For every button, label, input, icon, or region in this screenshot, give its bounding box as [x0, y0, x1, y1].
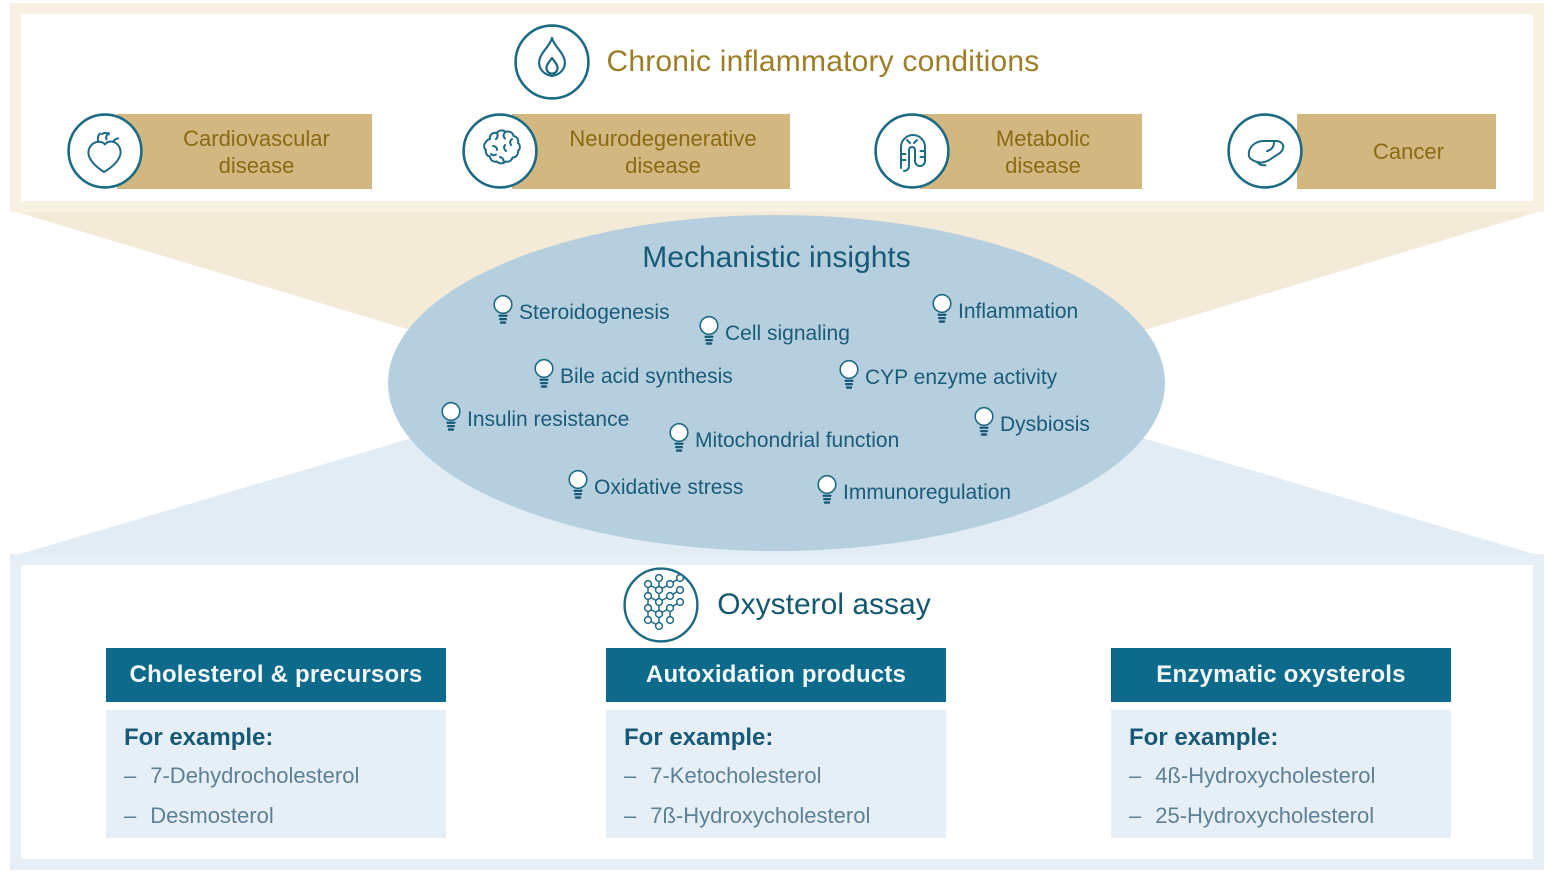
- list-item-label: 7-Dehydrocholesterol: [150, 763, 360, 788]
- dash-bullet: –: [124, 763, 137, 788]
- insight-dysbiosis: Dysbiosis: [973, 405, 1090, 437]
- lightbulb-icon: [669, 422, 689, 452]
- chronic-conditions-header: Chronic inflammatory conditions: [0, 24, 1554, 100]
- list-item: –7-Ketocholesterol: [624, 756, 928, 796]
- insight-label: Bile acid synthesis: [560, 365, 733, 388]
- insight-label: Mitochondrial function: [695, 429, 900, 452]
- insight-cell-signaling: Cell signaling: [698, 314, 850, 346]
- column-body: For example: –7-Dehydrocholesterol –Desm…: [106, 710, 446, 838]
- insight-oxidative-stress: Oxidative stress: [567, 468, 743, 500]
- list-item: –7ß-Hydroxycholesterol: [624, 796, 928, 836]
- chronic-conditions-title: Chronic inflammatory conditions: [606, 45, 1040, 78]
- list-item: –4ß-Hydroxycholesterol: [1129, 756, 1433, 796]
- heart-icon: [67, 113, 143, 189]
- column-body: For example: –7-Ketocholesterol –7ß-Hydr…: [606, 710, 946, 838]
- column-autoxidation-products: Autoxidation products For example: –7-Ke…: [606, 648, 946, 838]
- disease-label: Neurodegenerative disease: [569, 125, 757, 178]
- insight-insulin-resistance: Insulin resistance: [440, 400, 629, 432]
- list-item: –7-Dehydrocholesterol: [124, 756, 428, 796]
- lightbulb-icon: [534, 358, 554, 388]
- lightbulb-icon: [441, 401, 461, 431]
- column-enzymatic-oxysterols: Enzymatic oxysterols For example: –4ß-Hy…: [1111, 648, 1451, 838]
- oxysterol-assay-title: Oxysterol assay: [717, 588, 931, 621]
- lightbulb-icon: [817, 474, 837, 504]
- list-item-label: 7-Ketocholesterol: [650, 763, 822, 788]
- disease-bar: Cardiovascular disease: [117, 114, 372, 189]
- dash-bullet: –: [1129, 763, 1142, 788]
- flame-icon: [514, 24, 591, 100]
- insight-label: Insulin resistance: [467, 408, 630, 431]
- dash-bullet: –: [124, 803, 137, 828]
- disease-label: Cardiovascular disease: [183, 125, 330, 178]
- column-header: Autoxidation products: [606, 648, 946, 702]
- insight-bile-acid-synthesis: Bile acid synthesis: [533, 357, 733, 389]
- lightbulb-icon: [568, 469, 588, 499]
- insight-mitochondrial-function: Mitochondrial function: [668, 421, 899, 453]
- insight-inflammation: Inflammation: [931, 292, 1078, 324]
- list-item-label: 4ß-Hydroxycholesterol: [1155, 763, 1376, 788]
- lightbulb-icon: [493, 294, 513, 324]
- disease-metabolic: Metabolic disease: [874, 113, 1142, 190]
- list-item: –Desmosterol: [124, 796, 428, 836]
- brain-icon: [462, 113, 538, 189]
- disease-neurodegenerative: Neurodegenerative disease: [462, 113, 790, 190]
- insight-label: Dysbiosis: [1000, 413, 1090, 436]
- dash-bullet: –: [624, 803, 637, 828]
- insight-label: Steroidogenesis: [519, 301, 670, 324]
- oxysterol-assay-header: Oxysterol assay: [0, 567, 1554, 643]
- disease-bar: Neurodegenerative disease: [512, 114, 790, 189]
- list-item-label: Desmosterol: [150, 803, 274, 828]
- insight-label: Inflammation: [958, 300, 1079, 323]
- intestine-icon: [874, 113, 950, 189]
- lightbulb-icon: [974, 406, 994, 436]
- disease-label: Metabolic disease: [995, 125, 1091, 178]
- dash-bullet: –: [624, 763, 637, 788]
- column-header: Enzymatic oxysterols: [1111, 648, 1451, 702]
- insight-label: Immunoregulation: [843, 481, 1012, 504]
- insight-label: Cell signaling: [725, 322, 850, 345]
- insight-immunoregulation: Immunoregulation: [816, 473, 1011, 505]
- column-intro: For example:: [1129, 724, 1279, 751]
- dash-bullet: –: [1129, 803, 1142, 828]
- column-body: For example: –4ß-Hydroxycholesterol –25-…: [1111, 710, 1451, 838]
- lightbulb-icon: [932, 293, 952, 323]
- mechanistic-insights-ellipse: [388, 215, 1165, 551]
- disease-cancer: Cancer: [1227, 113, 1496, 190]
- disease-cardiovascular: Cardiovascular disease: [67, 113, 372, 190]
- insight-steroidogenesis: Steroidogenesis: [492, 293, 670, 325]
- disease-bar: Cancer: [1297, 114, 1496, 189]
- lightbulb-icon: [839, 359, 859, 389]
- column-intro: For example:: [624, 724, 774, 751]
- liver-icon: [1227, 113, 1303, 189]
- molecule-icon: [623, 567, 699, 643]
- disease-bar: Metabolic disease: [920, 114, 1142, 189]
- list-item: –25-Hydroxycholesterol: [1129, 796, 1433, 836]
- insight-label: CYP enzyme activity: [865, 366, 1058, 389]
- column-cholesterol-precursors: Cholesterol & precursors For example: –7…: [106, 648, 446, 838]
- column-intro: For example:: [124, 724, 274, 751]
- insight-cyp-enzyme-activity: CYP enzyme activity: [838, 358, 1057, 390]
- mechanistic-insights-title: Mechanistic insights: [642, 241, 911, 274]
- disease-label: Cancer: [1373, 139, 1444, 164]
- list-item-label: 25-Hydroxycholesterol: [1155, 803, 1375, 828]
- column-header: Cholesterol & precursors: [106, 648, 446, 702]
- lightbulb-icon: [699, 315, 719, 345]
- insight-label: Oxidative stress: [594, 476, 744, 499]
- list-item-label: 7ß-Hydroxycholesterol: [650, 803, 871, 828]
